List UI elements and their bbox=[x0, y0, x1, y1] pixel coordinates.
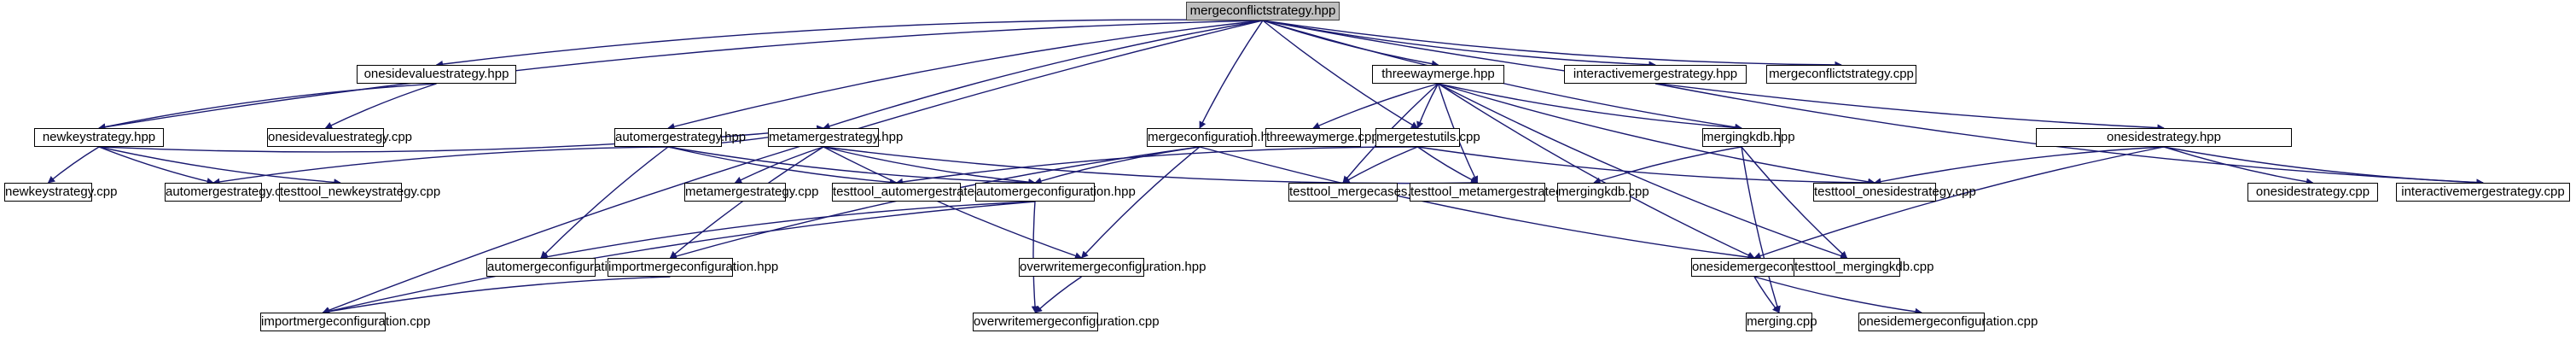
graph-edge bbox=[1438, 83, 1848, 260]
graph-edge bbox=[1593, 146, 1742, 184]
graph-edge bbox=[2163, 146, 2314, 185]
graph-edge bbox=[540, 201, 1036, 260]
graph-edge bbox=[322, 201, 1036, 315]
graph-node-testtool-mergingkdb-cpp[interactable]: testtool_mergingkdb.cpp bbox=[1794, 258, 1933, 277]
graph-edge bbox=[1199, 20, 1264, 129]
graph-edge bbox=[1753, 276, 1780, 313]
graph-node-importmergeconfiguration-cpp[interactable]: importmergeconfiguration.cpp bbox=[260, 313, 430, 331]
graph-node-testtool-metamergestrategy-cpp[interactable]: testtool_metamergestrategy.cpp bbox=[1410, 183, 1592, 202]
graph-node-testtool-automergestrategy-cpp[interactable]: testtool_automergestrategy.cpp bbox=[832, 183, 1011, 202]
graph-edge bbox=[1741, 146, 1848, 259]
graph-edge bbox=[823, 20, 1264, 130]
graph-edge bbox=[1654, 83, 2484, 186]
graph-edge bbox=[98, 146, 214, 185]
graph-edge bbox=[1031, 201, 1039, 313]
graph-edge bbox=[1438, 83, 1755, 259]
graph-edge bbox=[1416, 83, 1439, 129]
graph-edge bbox=[212, 146, 669, 186]
graph-node-mergetestutils-cpp[interactable]: mergetestutils.cpp bbox=[1375, 128, 1480, 147]
graph-edge bbox=[98, 146, 341, 186]
graph-node-mergeconflictstrategy-cpp[interactable]: mergeconflictstrategy.cpp bbox=[1766, 65, 1916, 84]
graph-edge bbox=[1312, 83, 1439, 129]
graph-edge bbox=[1262, 20, 1656, 68]
graph-node-testtool-newkeystrategy-cpp[interactable]: testtool_newkeystrategy.cpp bbox=[279, 183, 440, 202]
graph-edge bbox=[1262, 20, 1842, 69]
graph-edge bbox=[540, 146, 669, 259]
graph-node-threewaymerge-cpp[interactable]: threewaymerge.cpp bbox=[1265, 128, 1379, 147]
graph-edge bbox=[98, 20, 1264, 131]
graph-edge bbox=[1438, 83, 1875, 185]
graph-node-onesidevaluestrategy-cpp[interactable]: onesidevaluestrategy.cpp bbox=[267, 128, 412, 147]
graph-node-interactivemergestrategy-cpp[interactable]: interactivemergestrategy.cpp bbox=[2396, 183, 2570, 202]
graph-node-onesidestrategy-cpp[interactable]: onesidestrategy.cpp bbox=[2247, 183, 2378, 202]
graph-edge bbox=[1741, 146, 1781, 313]
graph-edge bbox=[667, 146, 898, 186]
graph-node-onesidevaluestrategy-hpp[interactable]: onesidevaluestrategy.hpp bbox=[357, 65, 516, 84]
graph-edge bbox=[1753, 146, 2165, 260]
graph-node-testtool-mergecases-cpp[interactable]: testtool_mergecases.cpp bbox=[1288, 183, 1432, 202]
graph-node-merging-cpp[interactable]: merging.cpp bbox=[1746, 313, 1817, 331]
graph-edge bbox=[667, 20, 1264, 131]
graph-edge bbox=[1753, 276, 1922, 316]
graph-node-mergingkdb-hpp[interactable]: mergingkdb.hpp bbox=[1702, 128, 1795, 147]
graph-edge bbox=[47, 146, 100, 184]
graph-edge bbox=[823, 146, 1036, 186]
graph-node-automergeconfiguration-cpp[interactable]: automergeconfiguration.cpp bbox=[486, 258, 646, 277]
graph-node-metamergestrategy-hpp[interactable]: metamergestrategy.hpp bbox=[768, 128, 903, 147]
graph-node-threewaymerge-hpp[interactable]: threewaymerge.hpp bbox=[1372, 65, 1504, 84]
graph-edge bbox=[1080, 146, 1201, 259]
graph-node-automergeconfiguration-hpp[interactable]: automergeconfiguration.hpp bbox=[975, 183, 1136, 202]
graph-edge bbox=[1417, 146, 1875, 187]
graph-node-automergestrategy-hpp[interactable]: automergestrategy.hpp bbox=[614, 128, 746, 147]
graph-edge bbox=[734, 146, 824, 184]
graph-node-overwritemergeconfiguration-hpp[interactable]: overwritemergeconfiguration.hpp bbox=[1019, 258, 1206, 277]
graph-node-importmergeconfiguration-hpp[interactable]: importmergeconfiguration.hpp bbox=[608, 258, 778, 277]
graph-edge bbox=[2163, 146, 2484, 186]
graph-node-overwritemergeconfiguration-cpp[interactable]: overwritemergeconfiguration.cpp bbox=[973, 313, 1160, 331]
graph-edge bbox=[1262, 20, 1439, 67]
graph-edge bbox=[895, 146, 1418, 186]
graph-edge bbox=[322, 276, 671, 315]
graph-edge bbox=[1034, 276, 1082, 313]
graph-node-newkeystrategy-hpp[interactable]: newkeystrategy.hpp bbox=[34, 128, 164, 147]
graph-edge bbox=[1262, 20, 1419, 129]
graph-edge bbox=[1199, 146, 1755, 261]
graph-edge bbox=[823, 146, 1083, 260]
graph-node-onesidestrategy-hpp[interactable]: onesidestrategy.hpp bbox=[2036, 128, 2292, 147]
graph-node-metamergestrategy-cpp[interactable]: metamergestrategy.cpp bbox=[684, 183, 818, 202]
graph-node-mergingkdb-cpp[interactable]: mergingkdb.cpp bbox=[1557, 183, 1649, 202]
graph-node-automergestrategy-cpp[interactable]: automergestrategy.cpp bbox=[165, 183, 295, 202]
graph-node-newkeystrategy-cpp[interactable]: newkeystrategy.cpp bbox=[4, 183, 117, 202]
graph-edge bbox=[98, 83, 437, 131]
graph-edge bbox=[1438, 83, 1742, 132]
graph-edge bbox=[324, 83, 437, 129]
graph-node-testtool-onesidestrategy-cpp[interactable]: testtool_onesidestrategy.cpp bbox=[1813, 183, 1976, 202]
graph-edge bbox=[322, 20, 1264, 314]
graph-edge bbox=[667, 146, 1036, 186]
graph-edge bbox=[435, 19, 1264, 68]
graph-edge bbox=[1874, 146, 2165, 185]
graph-node-interactivemergestrategy-hpp[interactable]: interactivemergestrategy.hpp bbox=[1564, 65, 1747, 84]
graph-node-mergeconfiguration-hpp[interactable]: mergeconfiguration.hpp bbox=[1147, 128, 1282, 147]
graph-edge bbox=[1417, 146, 1479, 184]
graph-node-mergeconflictstrategy-hpp[interactable]: mergeconflictstrategy.hpp bbox=[1186, 2, 1340, 20]
graph-node-onesidemergeconfiguration-cpp[interactable]: onesidemergeconfiguration.cpp bbox=[1858, 313, 2038, 331]
graph-edge bbox=[1342, 146, 1418, 184]
graph-edge bbox=[1262, 20, 2165, 132]
graph-edge bbox=[823, 146, 1479, 187]
